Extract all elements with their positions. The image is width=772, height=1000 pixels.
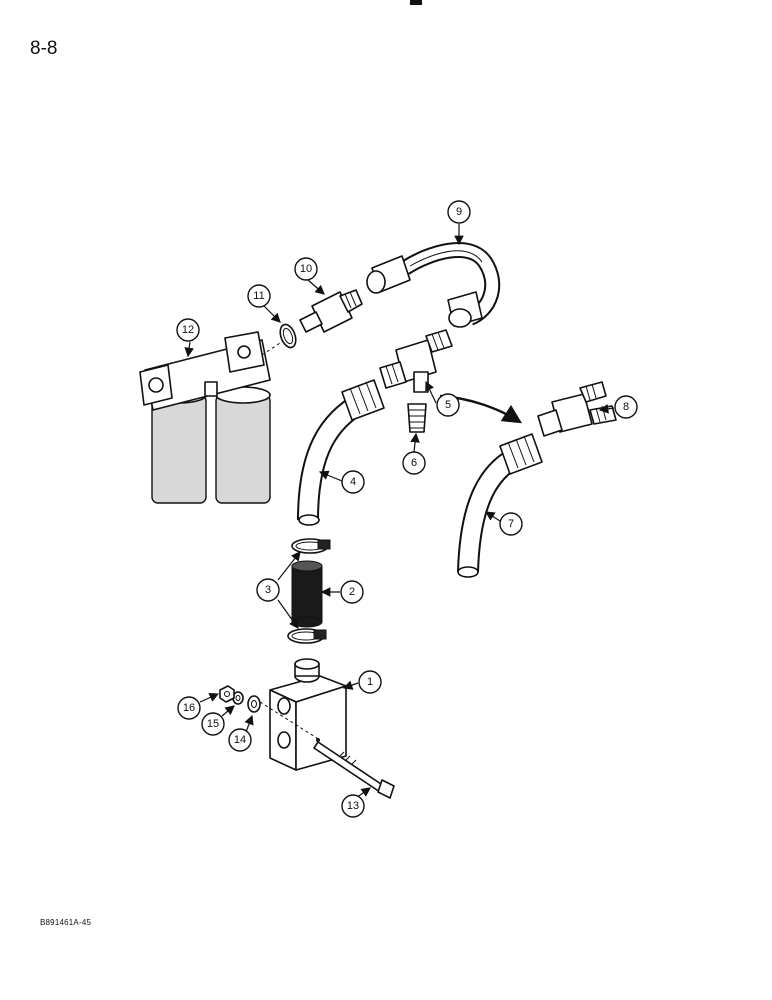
figure-id: B891461A-45 — [40, 918, 92, 927]
hose-clamp-lower — [287, 628, 327, 644]
callout-5: 5 — [436, 393, 460, 417]
callout-2-label: 2 — [349, 586, 355, 598]
washer-14 — [247, 695, 261, 713]
callout-16-label: 16 — [183, 702, 195, 714]
callout-15: 15 — [201, 712, 225, 736]
callout-12-label: 12 — [182, 324, 194, 336]
callout-11: 11 — [247, 284, 271, 308]
hose-7 — [457, 433, 543, 578]
hose-sleeve-2 — [291, 560, 323, 628]
callout-14-label: 14 — [234, 734, 246, 746]
page-number: 8-8 — [30, 38, 58, 59]
callout-6-label: 6 — [411, 457, 417, 469]
hose-clamp-upper — [291, 538, 331, 554]
callout-13: 13 — [341, 794, 365, 818]
callout-10: 10 — [294, 257, 318, 281]
callout-14: 14 — [228, 728, 252, 752]
callout-4-label: 4 — [350, 476, 356, 488]
callout-15-label: 15 — [207, 718, 219, 730]
hose-4 — [297, 379, 385, 526]
callout-9-label: 9 — [456, 206, 462, 218]
valve-block-1 — [269, 658, 347, 771]
page-top-edge-mark — [410, 0, 422, 5]
tube-assembly-9 — [366, 242, 501, 328]
filter-assembly — [139, 331, 271, 504]
callout-6: 6 — [402, 451, 426, 475]
callout-1: 1 — [358, 670, 382, 694]
callout-5-label: 5 — [445, 399, 451, 411]
callout-11-label: 11 — [253, 290, 264, 302]
callout-3-label: 3 — [265, 584, 271, 596]
plug-6 — [407, 403, 427, 433]
callout-8: 8 — [614, 395, 638, 419]
callout-8-label: 8 — [623, 401, 629, 413]
fitting-10 — [299, 289, 363, 333]
callout-7-label: 7 — [508, 518, 514, 530]
bolt-13 — [313, 741, 395, 799]
callout-3: 3 — [256, 578, 280, 602]
tee-fitting-5 — [379, 329, 453, 393]
callout-9: 9 — [447, 200, 471, 224]
o-ring — [279, 323, 297, 349]
callout-1-label: 1 — [367, 676, 373, 688]
nut-16 — [219, 685, 235, 703]
dashed-guide-11 — [261, 340, 284, 356]
callout-16: 16 — [177, 696, 201, 720]
tee-fitting-8 — [537, 381, 617, 437]
callout-2: 2 — [340, 580, 364, 604]
callout-4: 4 — [341, 470, 365, 494]
callout-10-label: 10 — [300, 263, 312, 275]
callout-12: 12 — [176, 318, 200, 342]
callout-13-label: 13 — [347, 800, 359, 812]
callout-7: 7 — [499, 512, 523, 536]
